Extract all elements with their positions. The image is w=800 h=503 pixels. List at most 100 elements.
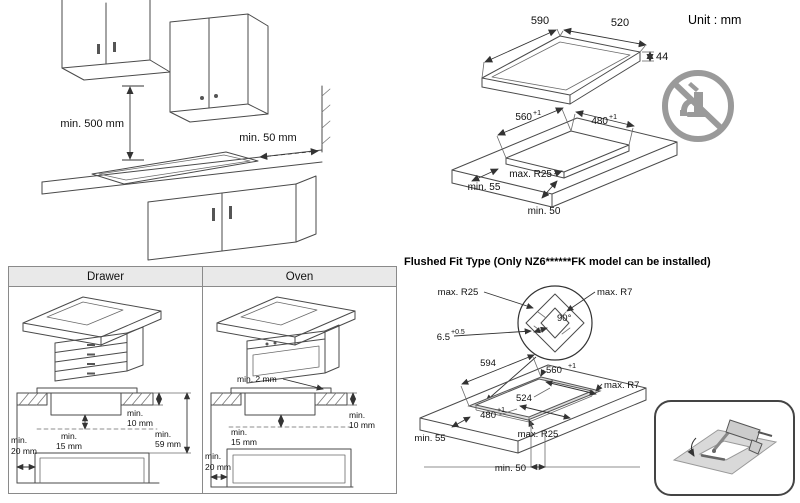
flushed-step-radius-label: max. R7: [604, 380, 639, 391]
application-direction-arrow: [687, 437, 697, 457]
cutout-depth-label: 480: [591, 116, 608, 127]
step-angle-label: 90°: [557, 313, 572, 324]
drawer-back-gap-label-1: min.: [11, 435, 27, 445]
step-depth-callout: 6.5 +0.5: [437, 328, 532, 343]
sealant-bead: [700, 454, 726, 461]
front-clearance-label: min. 50: [528, 206, 561, 217]
cutout-radius-callout: max. R25: [509, 169, 563, 180]
drawer-depth-gap-dimension: min. 59 mm: [149, 392, 191, 454]
height-dimension: 44: [642, 51, 668, 63]
cutout-depth-dimension: 480 +1: [570, 110, 635, 146]
caulk-gun: [712, 419, 773, 455]
depth-dimension: 520: [559, 17, 647, 53]
front-clearance-dimension: min. 50: [528, 180, 561, 217]
flushed-front-clearance-dimension: min. 50: [424, 422, 640, 474]
step-depth-tolerance: +0.5: [451, 329, 465, 336]
side-clearance-label: min. 55: [468, 182, 501, 193]
detail-step-radius-label: max. R7: [597, 287, 632, 298]
oven-side-gap-label-2: 10 mm: [349, 420, 375, 430]
flushed-outer-width-dimension: 594: [460, 354, 542, 407]
flushed-outer-depth-label: 524: [516, 393, 532, 404]
flushed-inner-radius-label: max. R25: [518, 429, 559, 440]
detail-outer-radius-label: max. R25: [438, 287, 479, 298]
corner-step-profile: [525, 293, 585, 353]
cooktop-slab: [481, 35, 641, 105]
side-clearance-dimension: min. 55: [468, 168, 501, 193]
oven-side-gap-label-1: min.: [349, 410, 365, 420]
flushed-fit-title: Flushed Fit Type (Only NZ6******FK model…: [404, 256, 711, 268]
cutout-depth-tolerance: +1: [609, 114, 617, 121]
unit-label: Unit : mm: [688, 13, 742, 27]
upper-cabinet-right: [169, 13, 269, 123]
upper-cabinet-left: [61, 0, 171, 81]
oven-back-gap-dimension: min. 20 mm: [205, 451, 231, 481]
flushed-side-clearance-label: min. 55: [414, 433, 445, 444]
flushed-outer-depth-dimension: 524: [516, 380, 597, 404]
oven-iso-view: [216, 296, 356, 384]
cutout-width-tolerance: +1: [533, 110, 541, 117]
wall-clearance-label: min. 50 mm: [239, 132, 296, 144]
cutout-counter: [451, 117, 678, 208]
oven-under-cooktop-label-1: min.: [231, 427, 247, 437]
height-clearance-label: min. 500 mm: [60, 118, 124, 130]
drawer-installation-drawing: min. 15 mm min. 10 mm min. 59 mm: [11, 296, 191, 484]
cutout-radius-label: max. R25: [509, 169, 552, 180]
no-sink-icon: [662, 70, 734, 142]
flushed-step-radius-callout: max. R7: [595, 380, 639, 392]
flushed-side-clearance-dimension: min. 55: [414, 416, 471, 444]
drawer-depth-gap-label-1: min.: [155, 429, 171, 439]
oven-back-gap-label-2: 20 mm: [205, 462, 231, 472]
clearance-table-body: min. 15 mm min. 10 mm min. 59 mm: [9, 287, 396, 493]
drawer-under-cooktop-dimension: min. 15 mm: [56, 414, 89, 451]
cooktop-width-label: 590: [531, 15, 549, 27]
drawer-cross-section: [16, 387, 160, 484]
oven-under-cooktop-label-2: 15 mm: [231, 437, 257, 447]
table-header-oven: Oven: [285, 270, 314, 283]
cutout-width-dimension: 560 +1: [496, 107, 572, 159]
cooktop-height-label: 44: [656, 51, 668, 63]
sealant-application-icon: [654, 400, 795, 496]
oven-top-gap-label: min. 2 mm: [237, 374, 277, 384]
oven-cell: min. 2 mm min. 15 mm min. 10 mm min.: [203, 287, 396, 493]
drawer-back-gap-label-2: 20 mm: [11, 446, 37, 456]
oven-top-gap-dimension: min. 2 mm: [237, 374, 324, 391]
oven-side-gap-dimension: min. 10 mm: [347, 392, 375, 430]
drawer-under-cooktop-label-1: min.: [61, 431, 77, 441]
step-depth-label: 6.5: [437, 332, 450, 343]
oven-cross-section: [210, 387, 354, 488]
detail-outer-radius-callout: max. R25: [438, 287, 534, 310]
drawer-iso-view: [22, 296, 162, 382]
flushed-inner-width-tolerance: +1: [568, 363, 576, 370]
clearance-table-header: Drawer Oven: [9, 267, 396, 287]
flushed-front-clearance-label: min. 50: [495, 463, 526, 474]
drawer-depth-gap-label-2: 59 mm: [155, 439, 181, 449]
flushed-inner-depth-tolerance: +1: [497, 407, 505, 414]
drawer-under-cooktop-label-2: 15 mm: [56, 441, 82, 451]
cooktop-on-counter: [91, 151, 259, 185]
flushed-fit-drawing: 90° max. R25 max. R7 6.5 +0.5: [414, 285, 647, 474]
prohibition-slash: [672, 81, 724, 131]
flushed-inner-width-dimension: 560 +1: [540, 363, 576, 377]
countertop: [41, 149, 323, 195]
flushed-inner-depth-label: 480: [480, 410, 496, 421]
drawer-side-gap-label-2: 10 mm: [127, 418, 153, 428]
cooktop-dimension-drawing: 590 520 44: [451, 15, 734, 217]
drawer-side-gap-label-1: min.: [127, 408, 143, 418]
drawer-side-gap-dimension: min. 10 mm: [127, 392, 163, 428]
flushed-inner-radius-callout: max. R25: [518, 419, 559, 440]
table-header-drawer: Drawer: [9, 267, 203, 286]
width-dimension: 590: [481, 15, 561, 79]
oven-installation-drawing: min. 2 mm min. 15 mm min. 10 mm min.: [205, 296, 375, 488]
corner-detail-callout: 90°: [517, 285, 593, 361]
cutout-width-label: 560: [515, 112, 532, 123]
drawer-cell: min. 15 mm min. 10 mm min. 59 mm: [9, 287, 203, 493]
flushed-inner-width-label: 560: [546, 365, 562, 376]
detail-step-radius-callout: max. R7: [566, 287, 632, 312]
height-clearance-dimension: min. 500 mm: [60, 85, 144, 161]
drawer-back-gap-dimension: min. 20 mm: [11, 435, 37, 471]
clearance-table: Drawer Oven: [8, 266, 397, 494]
wall-clearance-dimension: min. 50 mm: [239, 132, 319, 160]
cooktop-depth-label: 520: [611, 17, 629, 29]
cabinet-clearance-drawing: min. 500 mm min. 50 mm: [41, 0, 331, 261]
flushed-inner-depth-dimension: 480 +1: [480, 404, 571, 421]
